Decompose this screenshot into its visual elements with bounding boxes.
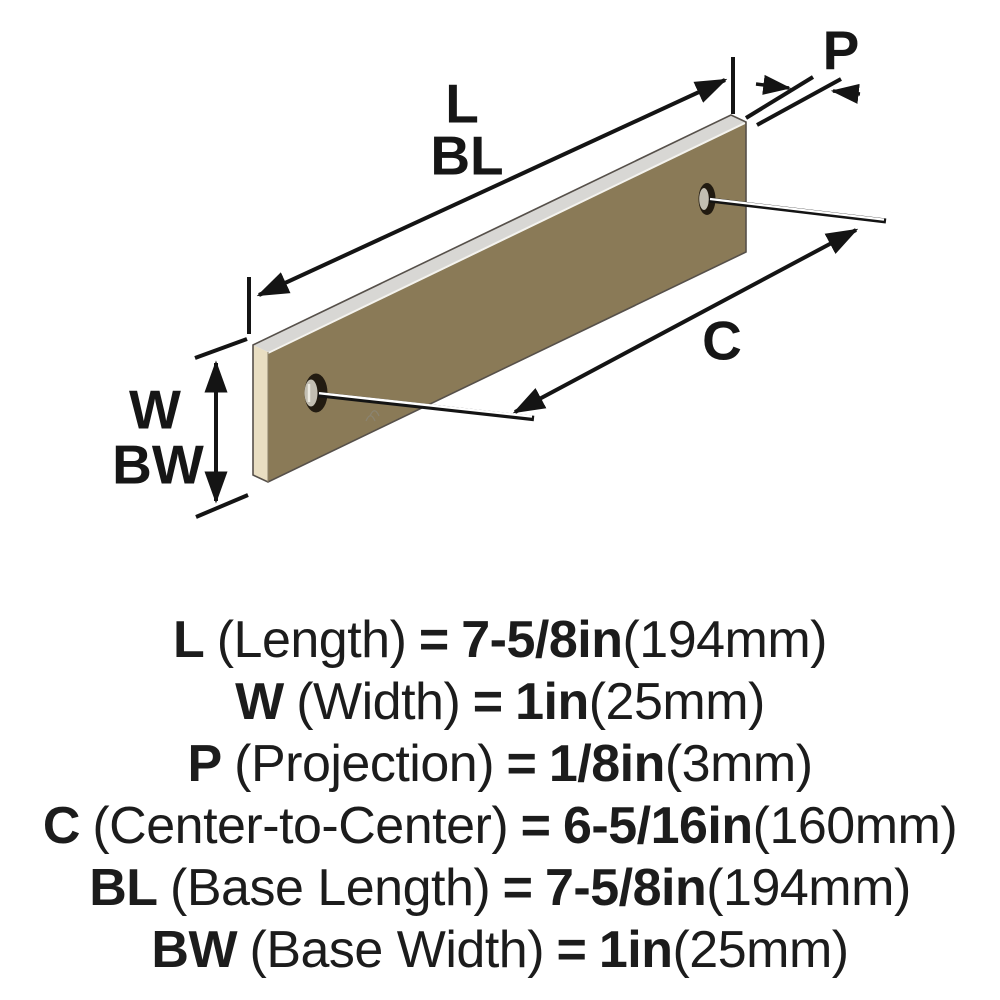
spec-imperial: 1in [515, 673, 589, 731]
spec-equals: = [418, 611, 449, 669]
spec-code: C [42, 797, 81, 855]
spec-equals: = [556, 921, 587, 979]
spec-equals: = [472, 673, 503, 731]
spec-metric: (160mm) [752, 797, 958, 855]
spec-metric: (194mm) [622, 611, 827, 669]
plate-front-face [268, 122, 746, 482]
dim-width [194, 337, 249, 519]
screw-shaft-left-outline [317, 391, 535, 422]
spec-row-base-width: BW(Base Width)=1in(25mm) [0, 919, 1000, 981]
label-base-length: BL [430, 124, 504, 187]
label-base-width: BW [112, 433, 204, 496]
spec-imperial: 1/8in [548, 735, 666, 793]
spec-label: (Base Width) [249, 921, 545, 979]
spec-row-length: L(Length)=7-5/8in(194mm) [0, 609, 1000, 671]
spec-code: BL [89, 859, 158, 917]
spec-imperial: 6-5/16in [562, 797, 753, 855]
dim-projection-slash-front [756, 77, 842, 127]
screw-head-left [304, 379, 318, 407]
label-length: L [445, 72, 479, 135]
spec-label: (Length) [216, 611, 407, 669]
spec-row-base-length: BL(Base Length)=7-5/8in(194mm) [0, 857, 1000, 919]
dim-projection-arrow-right [830, 83, 861, 104]
spec-equals: = [502, 859, 533, 917]
dim-width-tick-bottom [195, 493, 249, 519]
dim-length [247, 57, 735, 334]
spec-metric: (25mm) [672, 921, 849, 979]
spec-label: (Projection) [234, 735, 495, 793]
spec-label: (Center-to-Center) [92, 797, 509, 855]
spec-metric: (194mm) [706, 859, 911, 917]
spec-code: P [187, 735, 222, 793]
label-width: W [129, 378, 181, 441]
dim-projection-arrow-left [755, 74, 792, 95]
spec-equals: = [506, 735, 537, 793]
spec-row-center-to-center: C(Center-to-Center)=6-5/16in(160mm) [0, 795, 1000, 857]
label-projection: P [822, 19, 860, 82]
screw-shaft-right-outline [708, 197, 887, 224]
spec-imperial: 7-5/8in [545, 859, 707, 917]
screw-head-right [699, 188, 709, 210]
spec-imperial: 7-5/8in [461, 611, 623, 669]
dim-length-arrow [256, 78, 728, 297]
dim-projection-slash-back [744, 75, 815, 120]
spec-row-width: W(Width)=1in(25mm) [0, 671, 1000, 733]
spec-code: W [235, 673, 284, 731]
dim-projection [744, 74, 861, 127]
spec-list: L(Length)=7-5/8in(194mm) W(Width)=1in(25… [0, 609, 1000, 981]
dim-center-to-center-arrow [512, 228, 859, 414]
screw-shaft-right [709, 197, 885, 221]
surface-mark [365, 410, 380, 422]
screw-left [304, 373, 535, 422]
label-center-to-center: C [702, 309, 742, 372]
spec-row-projection: P(Projection)=1/8in(3mm) [0, 733, 1000, 795]
spec-label: (Base Length) [170, 859, 491, 917]
spec-code: L [173, 611, 205, 669]
plate-edge-face [253, 345, 268, 482]
spec-code: BW [151, 921, 238, 979]
spec-imperial: 1in [598, 921, 673, 979]
spec-label: (Width) [296, 673, 461, 731]
spec-metric: (3mm) [664, 735, 813, 793]
spec-metric: (25mm) [588, 673, 766, 731]
screw-shaft-left [318, 392, 533, 418]
spec-equals: = [520, 797, 551, 855]
dim-width-tick-top [194, 337, 248, 360]
